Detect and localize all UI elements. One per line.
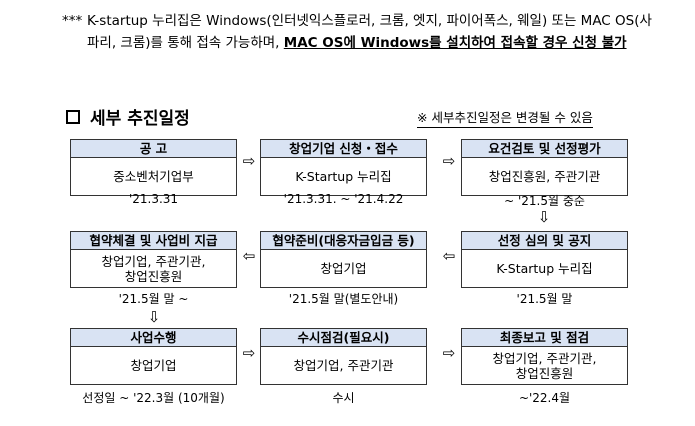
schedule-remark: ※ 세부추진일정은 변경될 수 있음: [417, 107, 593, 128]
step-date: '21.3.31. ~ '21.4.22: [283, 192, 404, 206]
down-arrow-icon: ⇩: [537, 208, 551, 226]
notice-text: *** K-startup 누리집은 Windows(인터넷익스플로러, 크롬,…: [62, 10, 662, 54]
step-body: 창업기업: [130, 358, 177, 373]
down-arrow-icon: ⇩: [147, 308, 161, 326]
step-date: ~ '21.5월 중순: [504, 194, 585, 208]
step-body: 중소벤처기업부: [113, 169, 194, 184]
left-arrow-icon: ⇦: [442, 247, 456, 265]
step-body: 창업진흥원, 주관기관: [488, 169, 601, 184]
notice-plain: K-startup 누리집은 Windows(인터넷익스플로러, 크롬, 엣지,…: [87, 13, 652, 51]
step-title: 선정 심의 및 공지: [462, 232, 627, 250]
step-card-selection: 선정 심의 및 공지 K-Startup 누리집: [461, 231, 628, 288]
step-card-application: 창업기업 신청・접수 K-Startup 누리집: [260, 139, 427, 196]
step-title: 협약준비(대응자금입금 등): [261, 232, 426, 250]
step-body: 창업기업, 주관기관, 창업진흥원: [101, 253, 206, 284]
step-date: '21.3.31: [128, 192, 179, 206]
left-arrow-icon: ⇦: [242, 247, 256, 265]
step-body: 창업기업: [320, 261, 367, 276]
step-date: ~'22.4월: [518, 391, 571, 405]
step-date: 수시: [332, 391, 355, 405]
step-date: '21.5월 말(별도안내): [288, 292, 399, 306]
right-arrow-icon: ⇨: [442, 344, 456, 362]
step-card-inspection: 수시점검(필요시) 창업기업, 주관기관: [260, 328, 427, 385]
step-title: 사업수행: [71, 329, 236, 347]
step-title: 요건검토 및 선정평가: [462, 140, 627, 158]
step-title: 최종보고 및 점검: [462, 329, 627, 347]
step-title: 협약체결 및 사업비 지급: [71, 232, 236, 250]
step-card-execution: 사업수행 창업기업: [70, 328, 237, 385]
step-card-final-report: 최종보고 및 점검 창업기업, 주관기관, 창업진흥원: [461, 328, 628, 385]
notice-prefix: ***: [62, 13, 83, 29]
step-card-announcement: 공 고 중소벤처기업부: [70, 139, 237, 196]
step-body: K-Startup 누리집: [496, 261, 593, 276]
right-arrow-icon: ⇨: [242, 344, 256, 362]
notice-emphasis: MAC OS에 Windows를 설치하여 접속할 경우 신청 불가: [283, 35, 627, 51]
step-date: 선정일 ~ '22.3월 (10개월): [82, 391, 225, 405]
step-date: '21.5월 말: [516, 292, 573, 306]
step-card-preparation: 협약준비(대응자금입금 등) 창업기업: [260, 231, 427, 288]
section-title: 세부 추진일정: [90, 109, 190, 129]
step-title: 창업기업 신청・접수: [261, 140, 426, 158]
right-arrow-icon: ⇨: [442, 152, 456, 170]
step-card-agreement: 협약체결 및 사업비 지급 창업기업, 주관기관, 창업진흥원: [70, 231, 237, 288]
step-card-evaluation: 요건검토 및 선정평가 창업진흥원, 주관기관: [461, 139, 628, 196]
right-arrow-icon: ⇨: [242, 152, 256, 170]
step-date: '21.5월 말 ~: [118, 292, 189, 306]
step-title: 수시점검(필요시): [261, 329, 426, 347]
step-body: K-Startup 누리집: [295, 169, 392, 184]
step-body: 창업기업, 주관기관: [293, 358, 394, 373]
step-title: 공 고: [71, 140, 236, 158]
section-heading: 세부 추진일정: [66, 104, 190, 129]
step-body: 창업기업, 주관기관, 창업진흥원: [492, 350, 597, 381]
checkbox-square-icon: [66, 109, 80, 124]
